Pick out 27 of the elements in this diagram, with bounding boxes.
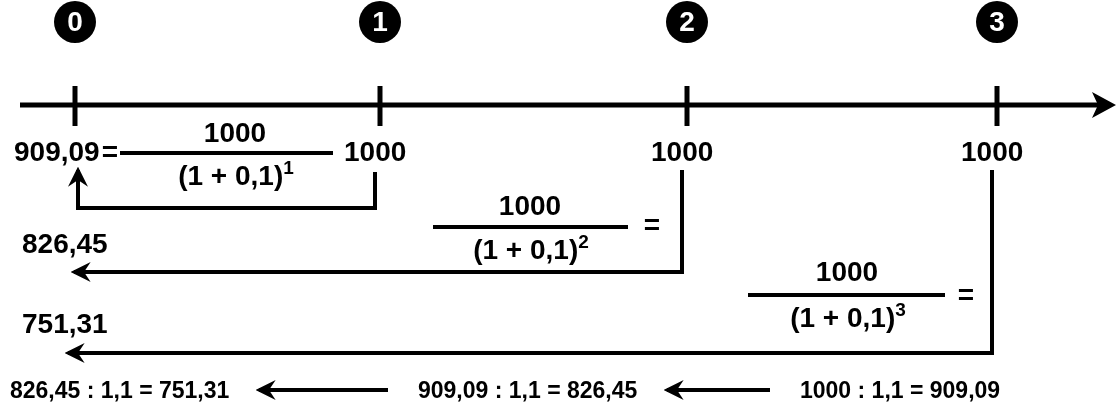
arrow [255, 380, 388, 400]
formula-text: = [643, 209, 661, 241]
cash-flow-value: 1000 [651, 136, 714, 169]
cash-flow-value: 751,31 [22, 308, 108, 341]
arrow [70, 170, 684, 282]
arrow [68, 166, 377, 210]
calculation-text: 826,45 : 1,1 = 751,31 [10, 377, 230, 404]
formula-text: 1000 [498, 190, 562, 222]
formula-text: = [957, 279, 975, 311]
cash-flow-value: 1000 [961, 136, 1024, 169]
period-number-circle: 3 [976, 1, 1018, 43]
calculation-text: 1000 : 1,1 = 909,09 [800, 377, 1001, 404]
period-number-circle: 0 [54, 1, 96, 43]
period-number-circle: 2 [666, 1, 708, 43]
equals-sign: = [101, 136, 119, 168]
formula-text: 1000 [815, 256, 879, 288]
period-number-circle: 1 [359, 1, 401, 43]
formula-text: (1 + 0,1)$^{3}$ [790, 302, 906, 334]
calculation-text: 909,09 : 1,1 = 826,45 [418, 377, 638, 404]
formula-text: (1 + 0,1)$^{1}$ [178, 160, 294, 192]
cash-flow-value: 909,09 [14, 136, 100, 169]
formula-text: 1000 [203, 117, 267, 149]
arrow [64, 170, 994, 363]
cash-flow-value: 826,45 [22, 228, 108, 261]
formula-text: (1 + 0,1)$^{2}$ [473, 234, 589, 266]
cash-flow-value: 1000 [344, 136, 407, 169]
arrow [663, 380, 770, 400]
